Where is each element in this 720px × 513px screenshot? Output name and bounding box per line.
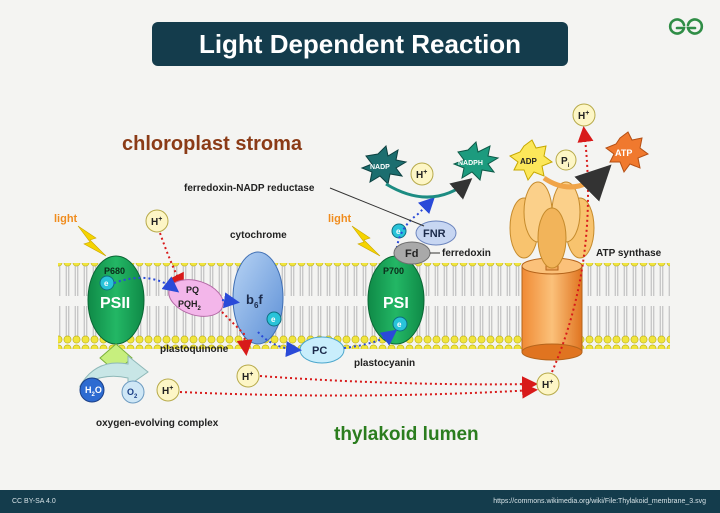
svg-text:NADPH: NADPH	[458, 160, 483, 167]
footer: CC BY-SA 4.0 https://commons.wikimedia.o…	[0, 490, 720, 513]
svg-text:e: e	[104, 279, 109, 288]
phosphate: Pi	[555, 149, 577, 171]
adp: ADP	[508, 139, 554, 182]
proton-path-to-synthase-1	[259, 375, 538, 393]
fnr-label: ferredoxin-NADP reductase	[184, 183, 315, 194]
plastoquinone: PQ PQH2	[168, 279, 224, 317]
svg-text:H+: H+	[162, 385, 173, 397]
svg-text:P700: P700	[383, 266, 404, 276]
svg-text:O2: O2	[127, 387, 138, 400]
svg-text:e: e	[397, 320, 402, 329]
gfg-logo-icon	[668, 18, 704, 35]
ferredoxin: Fd	[393, 241, 431, 265]
proton-path-cyto	[221, 311, 253, 356]
cytochrome-label: cytochrome	[230, 230, 287, 241]
proton-stroma-synthase: H+	[572, 103, 596, 127]
electron-psii: e	[99, 275, 115, 291]
svg-text:ATP: ATP	[615, 148, 632, 158]
svg-text:H+: H+	[151, 216, 162, 228]
svg-text:H+: H+	[542, 379, 553, 391]
proton-stroma-pq: H+	[145, 209, 169, 233]
svg-text:e: e	[396, 227, 401, 236]
proton-lumen-synthase: H+	[536, 372, 560, 396]
proton-lumen-psii: H+	[156, 378, 180, 402]
svg-text:light: light	[54, 213, 78, 225]
svg-text:P680: P680	[104, 266, 125, 276]
svg-text:Pi: Pi	[561, 156, 570, 169]
svg-text:H+: H+	[242, 371, 253, 383]
fnr-pointer	[329, 187, 425, 227]
svg-text:H+: H+	[416, 169, 427, 181]
lumen-label: thylakoid lumen	[334, 424, 479, 445]
nadph: NADPH	[452, 140, 500, 182]
svg-text:PSI: PSI	[383, 295, 409, 312]
lightning-icon	[351, 225, 381, 257]
nadp: NADP	[360, 144, 408, 186]
electron-path-pq-cyto	[221, 292, 240, 309]
plastocyanin: PC	[299, 336, 345, 364]
electron-path-psi-fnr	[395, 197, 435, 259]
svg-text:light: light	[328, 213, 352, 225]
svg-text:FNR: FNR	[423, 228, 446, 240]
svg-text:ADP: ADP	[520, 157, 538, 166]
proton-path-to-synthase-2	[179, 382, 538, 399]
atp-arrow	[542, 164, 612, 202]
nadph-arrow	[385, 178, 473, 200]
svg-text:NADP: NADP	[370, 164, 390, 171]
psii-complex: P680 PSII	[87, 255, 145, 345]
svg-text:PQH2: PQH2	[178, 299, 202, 312]
oxygen-complex-label: oxygen-evolving complex	[96, 418, 219, 429]
oxygen-evolving-complex	[78, 343, 149, 388]
fnr: FNR	[415, 220, 457, 246]
light-left: light	[54, 213, 107, 257]
stroma-label: chloroplast stroma	[122, 133, 303, 155]
svg-text:PC: PC	[312, 345, 327, 357]
oxygen-molecule: O2	[121, 380, 145, 404]
electron-psi: e	[392, 316, 408, 332]
psi-complex: P700 PSI	[367, 255, 425, 345]
proton-path-synthase-up	[551, 126, 594, 373]
electron-path-psii-pq	[113, 276, 180, 293]
plastoquinone-label: plastoquinone	[160, 344, 229, 355]
license-text: CC BY-SA 4.0	[12, 498, 56, 505]
electron-psi-top: e	[391, 223, 407, 239]
svg-text:PQ: PQ	[186, 285, 199, 295]
electron-cytochrome: e	[266, 311, 282, 327]
water-molecule: H2O	[79, 377, 105, 403]
lightning-icon	[77, 225, 107, 257]
light-right: light	[328, 213, 381, 257]
svg-text:H+: H+	[578, 110, 589, 122]
ferredoxin-label: ferredoxin	[442, 248, 491, 259]
proton-stroma-fnr: H+	[410, 162, 434, 186]
svg-text:e: e	[271, 315, 276, 324]
electron-path-cyto-pc	[257, 331, 302, 358]
svg-text:Fd: Fd	[405, 248, 418, 260]
atp-synthase	[509, 181, 595, 361]
plastocyanin-label: plastocyanin	[354, 358, 415, 369]
source-link[interactable]: https://commons.wikimedia.org/wiki/File:…	[493, 498, 706, 505]
atp-synthase-label: ATP synthase	[596, 248, 662, 259]
page-title: Light Dependent Reaction	[152, 22, 568, 66]
svg-text:PSII: PSII	[100, 295, 130, 312]
svg-text:b6f: b6f	[246, 292, 263, 310]
proton-lumen-cyto: H+	[236, 364, 260, 388]
electron-path-pc-psi	[343, 329, 398, 349]
svg-text:H2O: H2O	[85, 385, 102, 398]
atp: ATP	[604, 131, 650, 174]
